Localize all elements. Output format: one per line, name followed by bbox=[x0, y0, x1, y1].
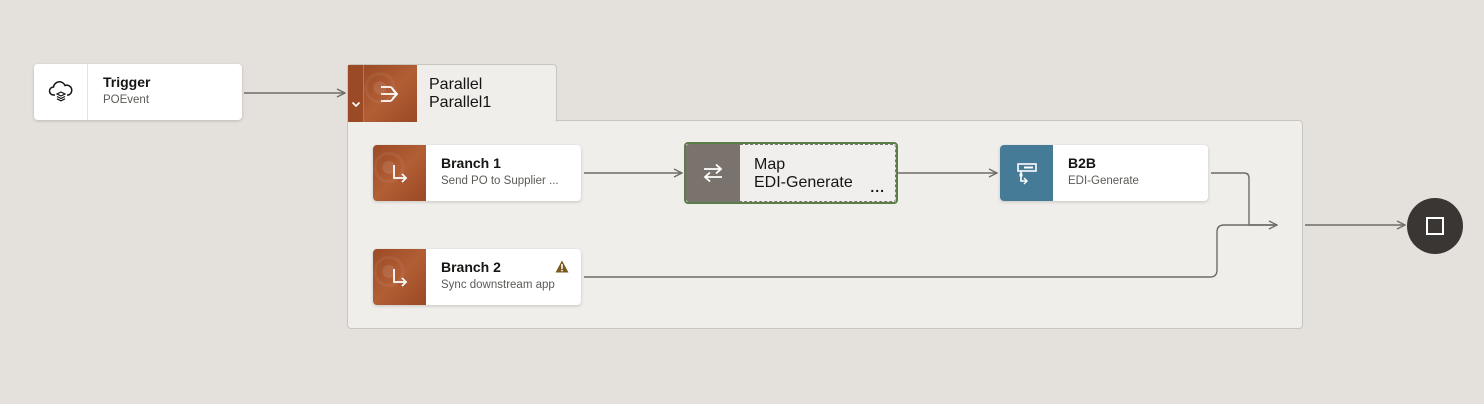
branch-arrow-icon bbox=[373, 249, 426, 305]
map-exchange-icon bbox=[686, 144, 740, 202]
branch2-subtitle: Sync downstream app bbox=[441, 279, 555, 291]
trigger-title: Trigger bbox=[103, 74, 151, 90]
parallel-subtitle: Parallel1 bbox=[429, 94, 492, 111]
warning-icon[interactable] bbox=[555, 260, 569, 278]
b2b-title: B2B bbox=[1068, 155, 1097, 171]
end-node[interactable] bbox=[1407, 198, 1463, 254]
map-subtitle: EDI-Generate bbox=[754, 174, 853, 191]
more-actions-icon[interactable]: ... bbox=[870, 179, 885, 195]
map-node[interactable]: Map EDI-Generate ... bbox=[686, 144, 896, 202]
branch1-node[interactable]: Branch 1 Send PO to Supplier ... bbox=[373, 145, 581, 201]
b2b-subtitle: EDI-Generate bbox=[1068, 175, 1139, 187]
branch-arrow-icon bbox=[373, 145, 426, 201]
branch1-title: Branch 1 bbox=[441, 155, 501, 171]
collapse-chevron-icon[interactable] bbox=[348, 65, 364, 122]
connector-branch2-to-merge bbox=[584, 224, 1277, 278]
trigger-node[interactable]: Trigger POEvent bbox=[34, 64, 242, 120]
stop-square-icon bbox=[1426, 217, 1444, 235]
cloud-trigger-icon bbox=[34, 64, 88, 120]
b2b-node[interactable]: B2B EDI-Generate bbox=[1000, 145, 1208, 201]
branch2-title: Branch 2 bbox=[441, 259, 501, 275]
map-title: Map bbox=[754, 156, 786, 173]
connector-b2b-to-merge bbox=[1211, 172, 1277, 225]
trigger-subtitle: POEvent bbox=[103, 94, 150, 106]
branch1-subtitle: Send PO to Supplier ... bbox=[441, 175, 559, 187]
branch2-node[interactable]: Branch 2 Sync downstream app bbox=[373, 249, 581, 305]
parallel-node[interactable]: Parallel Parallel1 bbox=[347, 64, 557, 122]
b2b-icon bbox=[1000, 145, 1053, 201]
parallel-title: Parallel bbox=[429, 76, 483, 93]
parallel-icon bbox=[364, 65, 417, 122]
